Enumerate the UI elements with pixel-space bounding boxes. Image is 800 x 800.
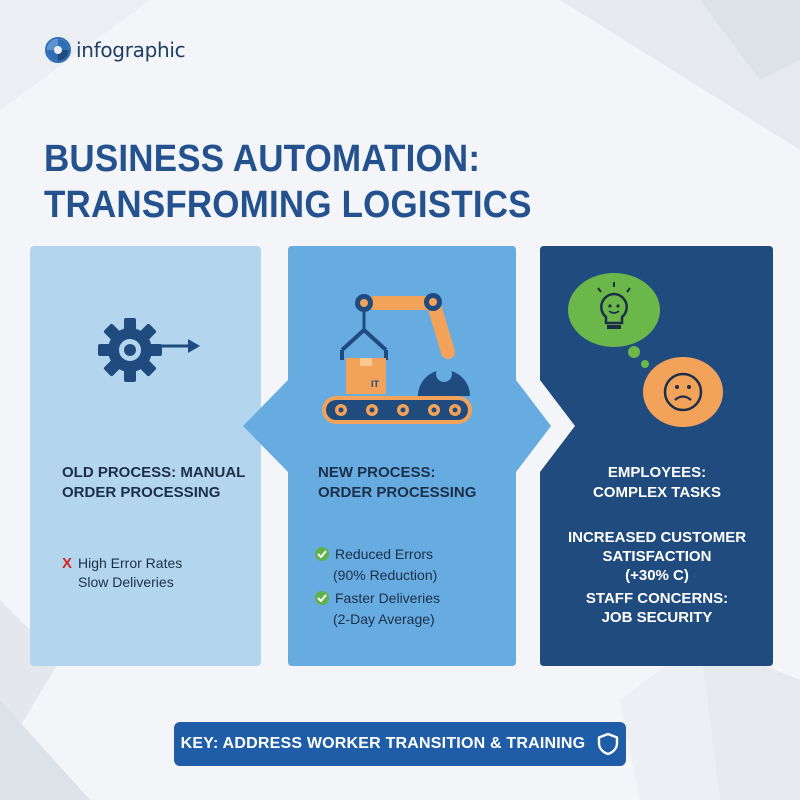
check-icon — [315, 547, 329, 561]
check-icon — [315, 591, 329, 605]
box-label: IT — [371, 379, 380, 389]
staff-concerns-block: STAFF CONCERNS: JOB SECURITY — [585, 590, 729, 626]
customer-satisfaction-block: INCREASED CUSTOMER SATISFACTION (+30% C) — [567, 529, 747, 584]
key-banner: KEY: ADDRESS WORKER TRANSITION & TRAININ… — [174, 722, 626, 766]
shield-icon — [598, 732, 619, 756]
panel-new-process — [243, 246, 551, 666]
list-item-detail: (2-Day Average) — [333, 611, 435, 627]
title-line-1: BUSINESS AUTOMATION: — [44, 138, 481, 180]
page-title: BUSINESS AUTOMATION: TRANSFROMING LOGIST… — [44, 136, 706, 228]
panel-old-process — [30, 246, 261, 666]
lightbulb-bubble-icon — [568, 273, 660, 368]
key-label: KEY: ADDRESS WORKER TRANSITION & TRAININ… — [180, 735, 586, 752]
cross-icon: X — [62, 555, 73, 572]
title-line-2: TRANSFROMING LOGISTICS — [44, 184, 532, 226]
old-process-list: X High Error Rates Slow Deliveries — [62, 554, 262, 592]
brand-name: infographic — [76, 38, 186, 62]
brand-logo: infographic — [44, 36, 186, 64]
list-item: Reduced Errors — [315, 545, 520, 564]
list-item: Slow Deliveries — [78, 574, 174, 590]
gear-arrow-icon — [98, 318, 200, 382]
sad-face-bubble-icon — [643, 357, 723, 427]
list-item-detail: (90% Reduction) — [333, 567, 438, 583]
new-process-heading: NEW PROCESS: ORDER PROCESSING — [318, 464, 477, 501]
employees-heading: EMPLOYEES: COMPLEX TASKS — [592, 464, 722, 501]
panel-employees — [540, 246, 773, 666]
list-item: X High Error Rates — [62, 555, 183, 572]
list-item: Faster Deliveries — [315, 589, 520, 608]
old-process-heading: OLD PROCESS: MANUAL ORDER PROCESSING — [62, 464, 246, 501]
new-process-list: Reduced Errors (90% Reduction) Faster De… — [315, 545, 520, 629]
swirl-logo-icon — [45, 37, 71, 63]
robot-arm-conveyor-icon — [322, 293, 472, 424]
